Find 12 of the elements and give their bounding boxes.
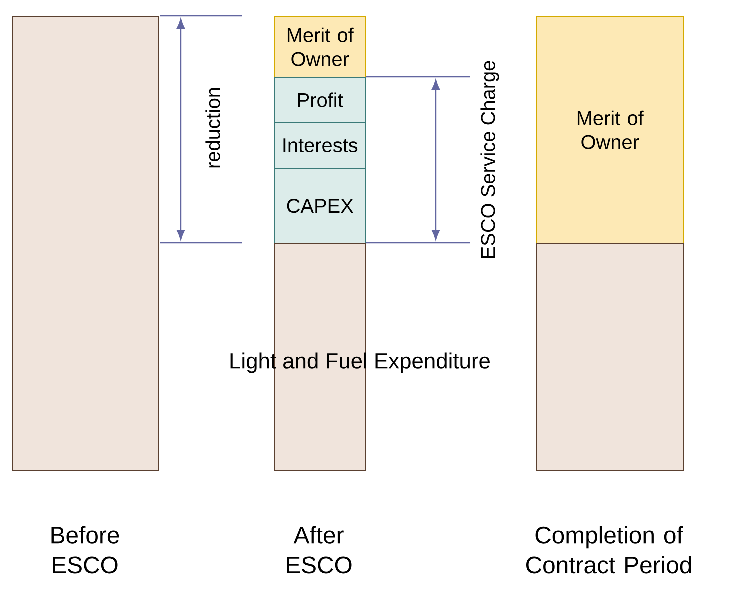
dimension-label: reduction — [206, 88, 220, 168]
category-label: After ESCO — [287, 526, 352, 574]
bar-segment: Interests — [274, 122, 366, 170]
bar-segment: Profit — [274, 77, 366, 124]
bar-segment: CAPEX — [274, 168, 366, 244]
bar-segment: Merit of Owner — [274, 16, 366, 78]
bar — [12, 16, 160, 472]
dimension-label: ESCO Service Charge — [480, 61, 500, 258]
bar-segment: Merit of Owner — [536, 16, 684, 244]
category-label: Completion of Contract Period — [526, 526, 692, 574]
bar — [536, 243, 684, 472]
category-label: Before ESCO — [52, 526, 120, 574]
